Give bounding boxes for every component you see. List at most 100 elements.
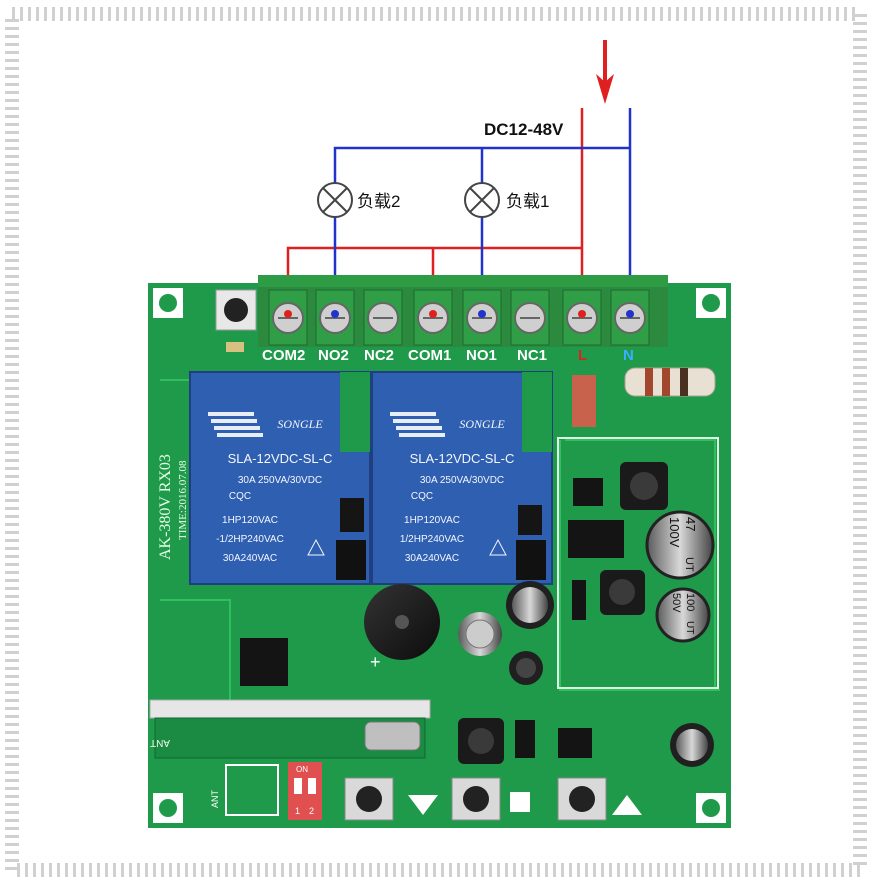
up-button[interactable]	[557, 777, 607, 821]
capacitor-100uf: 100 50V UT	[655, 587, 711, 643]
mcu-chip	[240, 638, 288, 686]
load2-label: 负载2	[357, 192, 400, 211]
songle-logo-icon	[399, 433, 445, 437]
inductor	[458, 718, 504, 764]
supply-voltage-label: DC12-48V	[484, 120, 564, 139]
wire	[333, 146, 630, 312]
terminal-label-no1: NO1	[466, 347, 497, 364]
stop-button[interactable]	[451, 777, 501, 821]
diode	[336, 540, 366, 580]
relay-spec3: 30A240VAC	[223, 553, 277, 564]
transistor	[340, 498, 364, 532]
cap2-voltage: 50V	[670, 593, 682, 613]
relay-spec1: 1HP120VAC	[222, 515, 278, 526]
relay-rating: 30A 250VA/30VDC	[420, 475, 504, 486]
board-model-text: AK-380V RX03	[157, 454, 174, 560]
songle-logo-icon	[208, 412, 254, 416]
songle-logo-icon	[393, 419, 439, 423]
wire-dot	[331, 310, 339, 318]
inductor	[620, 462, 668, 510]
terminal-label-nc1: NC1	[517, 347, 547, 364]
diode	[515, 720, 535, 758]
capacitor-47uf: 47 100V UT	[645, 510, 715, 580]
wire-dot	[626, 310, 634, 318]
capacitor	[509, 651, 543, 685]
ic-chip	[568, 520, 624, 558]
stop-square-icon	[510, 792, 530, 812]
transistor	[518, 505, 542, 535]
terminal-label-com1: COM1	[408, 347, 451, 364]
relay-brand: SONGLE	[459, 417, 505, 431]
cap1-voltage: 100V	[667, 517, 682, 548]
polarity-plus: +	[370, 652, 381, 672]
dip-pos1-label: 1	[295, 806, 300, 816]
torn-frame-border	[5, 7, 867, 877]
songle-logo-icon	[390, 412, 436, 416]
capacitor	[670, 723, 714, 767]
up-arrow-icon	[612, 795, 642, 815]
relay-brand: SONGLE	[277, 417, 323, 431]
relay-model: SLA-12VDC-SL-C	[410, 451, 515, 466]
capacitor	[506, 581, 554, 629]
cap1-suffix: UT	[683, 557, 695, 572]
ic-chip	[558, 728, 592, 758]
cap2-value: 100	[684, 593, 696, 611]
smd-led	[226, 342, 244, 352]
mounting-holes	[153, 288, 726, 823]
cap1-value: 47	[683, 517, 698, 531]
reset-button[interactable]	[215, 289, 257, 331]
wire-dot	[478, 310, 486, 318]
terminal-block	[258, 275, 668, 347]
relay-spec3: 30A240VAC	[405, 553, 459, 564]
load1-label: 负载1	[506, 192, 549, 211]
lamp-icon-load2	[317, 182, 353, 218]
terminal-label-l: L	[578, 347, 587, 364]
wire-dot	[284, 310, 292, 318]
down-button[interactable]	[344, 777, 394, 821]
board-date-text: TIME:2016.07.08	[177, 460, 189, 540]
terminal-label-nc2: NC2	[364, 347, 394, 364]
dip-on-label: ON	[296, 765, 308, 774]
dip-pos2-label: 2	[309, 806, 314, 816]
wire-dot	[429, 310, 437, 318]
relay-cert: CQC	[411, 491, 433, 502]
relay-spec2: -1/2HP240VAC	[216, 534, 284, 545]
power-resistor	[624, 367, 716, 397]
down-arrow-icon	[408, 795, 438, 815]
relay-notch	[340, 372, 370, 452]
warning-triangle-icon	[489, 538, 507, 556]
capacitor	[458, 612, 502, 656]
transistor	[572, 580, 586, 620]
fuse	[572, 375, 596, 427]
songle-logo-icon	[211, 419, 257, 423]
warning-triangle-icon	[307, 538, 325, 556]
terminal-label-no2: NO2	[318, 347, 349, 364]
antenna-port-pad	[225, 764, 279, 816]
songle-logo-icon	[214, 426, 260, 430]
wire-dot	[578, 310, 586, 318]
songle-logo-icon	[396, 426, 442, 430]
relay-notch	[522, 372, 552, 452]
diode	[573, 478, 603, 506]
relay-spec2: 1/2HP240VAC	[400, 534, 464, 545]
antenna-port-label: ANT	[210, 789, 220, 808]
lamp-icon-load1	[464, 182, 500, 218]
rf-receiver-module: ANT	[149, 699, 431, 759]
antenna-label: ANT	[150, 737, 170, 748]
power-section-outline	[557, 437, 719, 689]
terminal-labels: COM2 NO2 NC2 COM1 NO1 NC1 L N	[262, 347, 634, 364]
dip-switch[interactable]: ON 1 2	[288, 762, 322, 820]
inductor	[600, 570, 645, 615]
cap2-suffix: UT	[684, 621, 695, 634]
songle-logo-icon	[217, 433, 263, 437]
diode	[516, 540, 546, 580]
supply-arrow-icon	[596, 40, 614, 104]
terminal-label-com2: COM2	[262, 347, 305, 364]
terminal-label-n: N	[623, 347, 634, 364]
relay-spec1: 1HP120VAC	[404, 515, 460, 526]
buzzer	[364, 584, 440, 660]
